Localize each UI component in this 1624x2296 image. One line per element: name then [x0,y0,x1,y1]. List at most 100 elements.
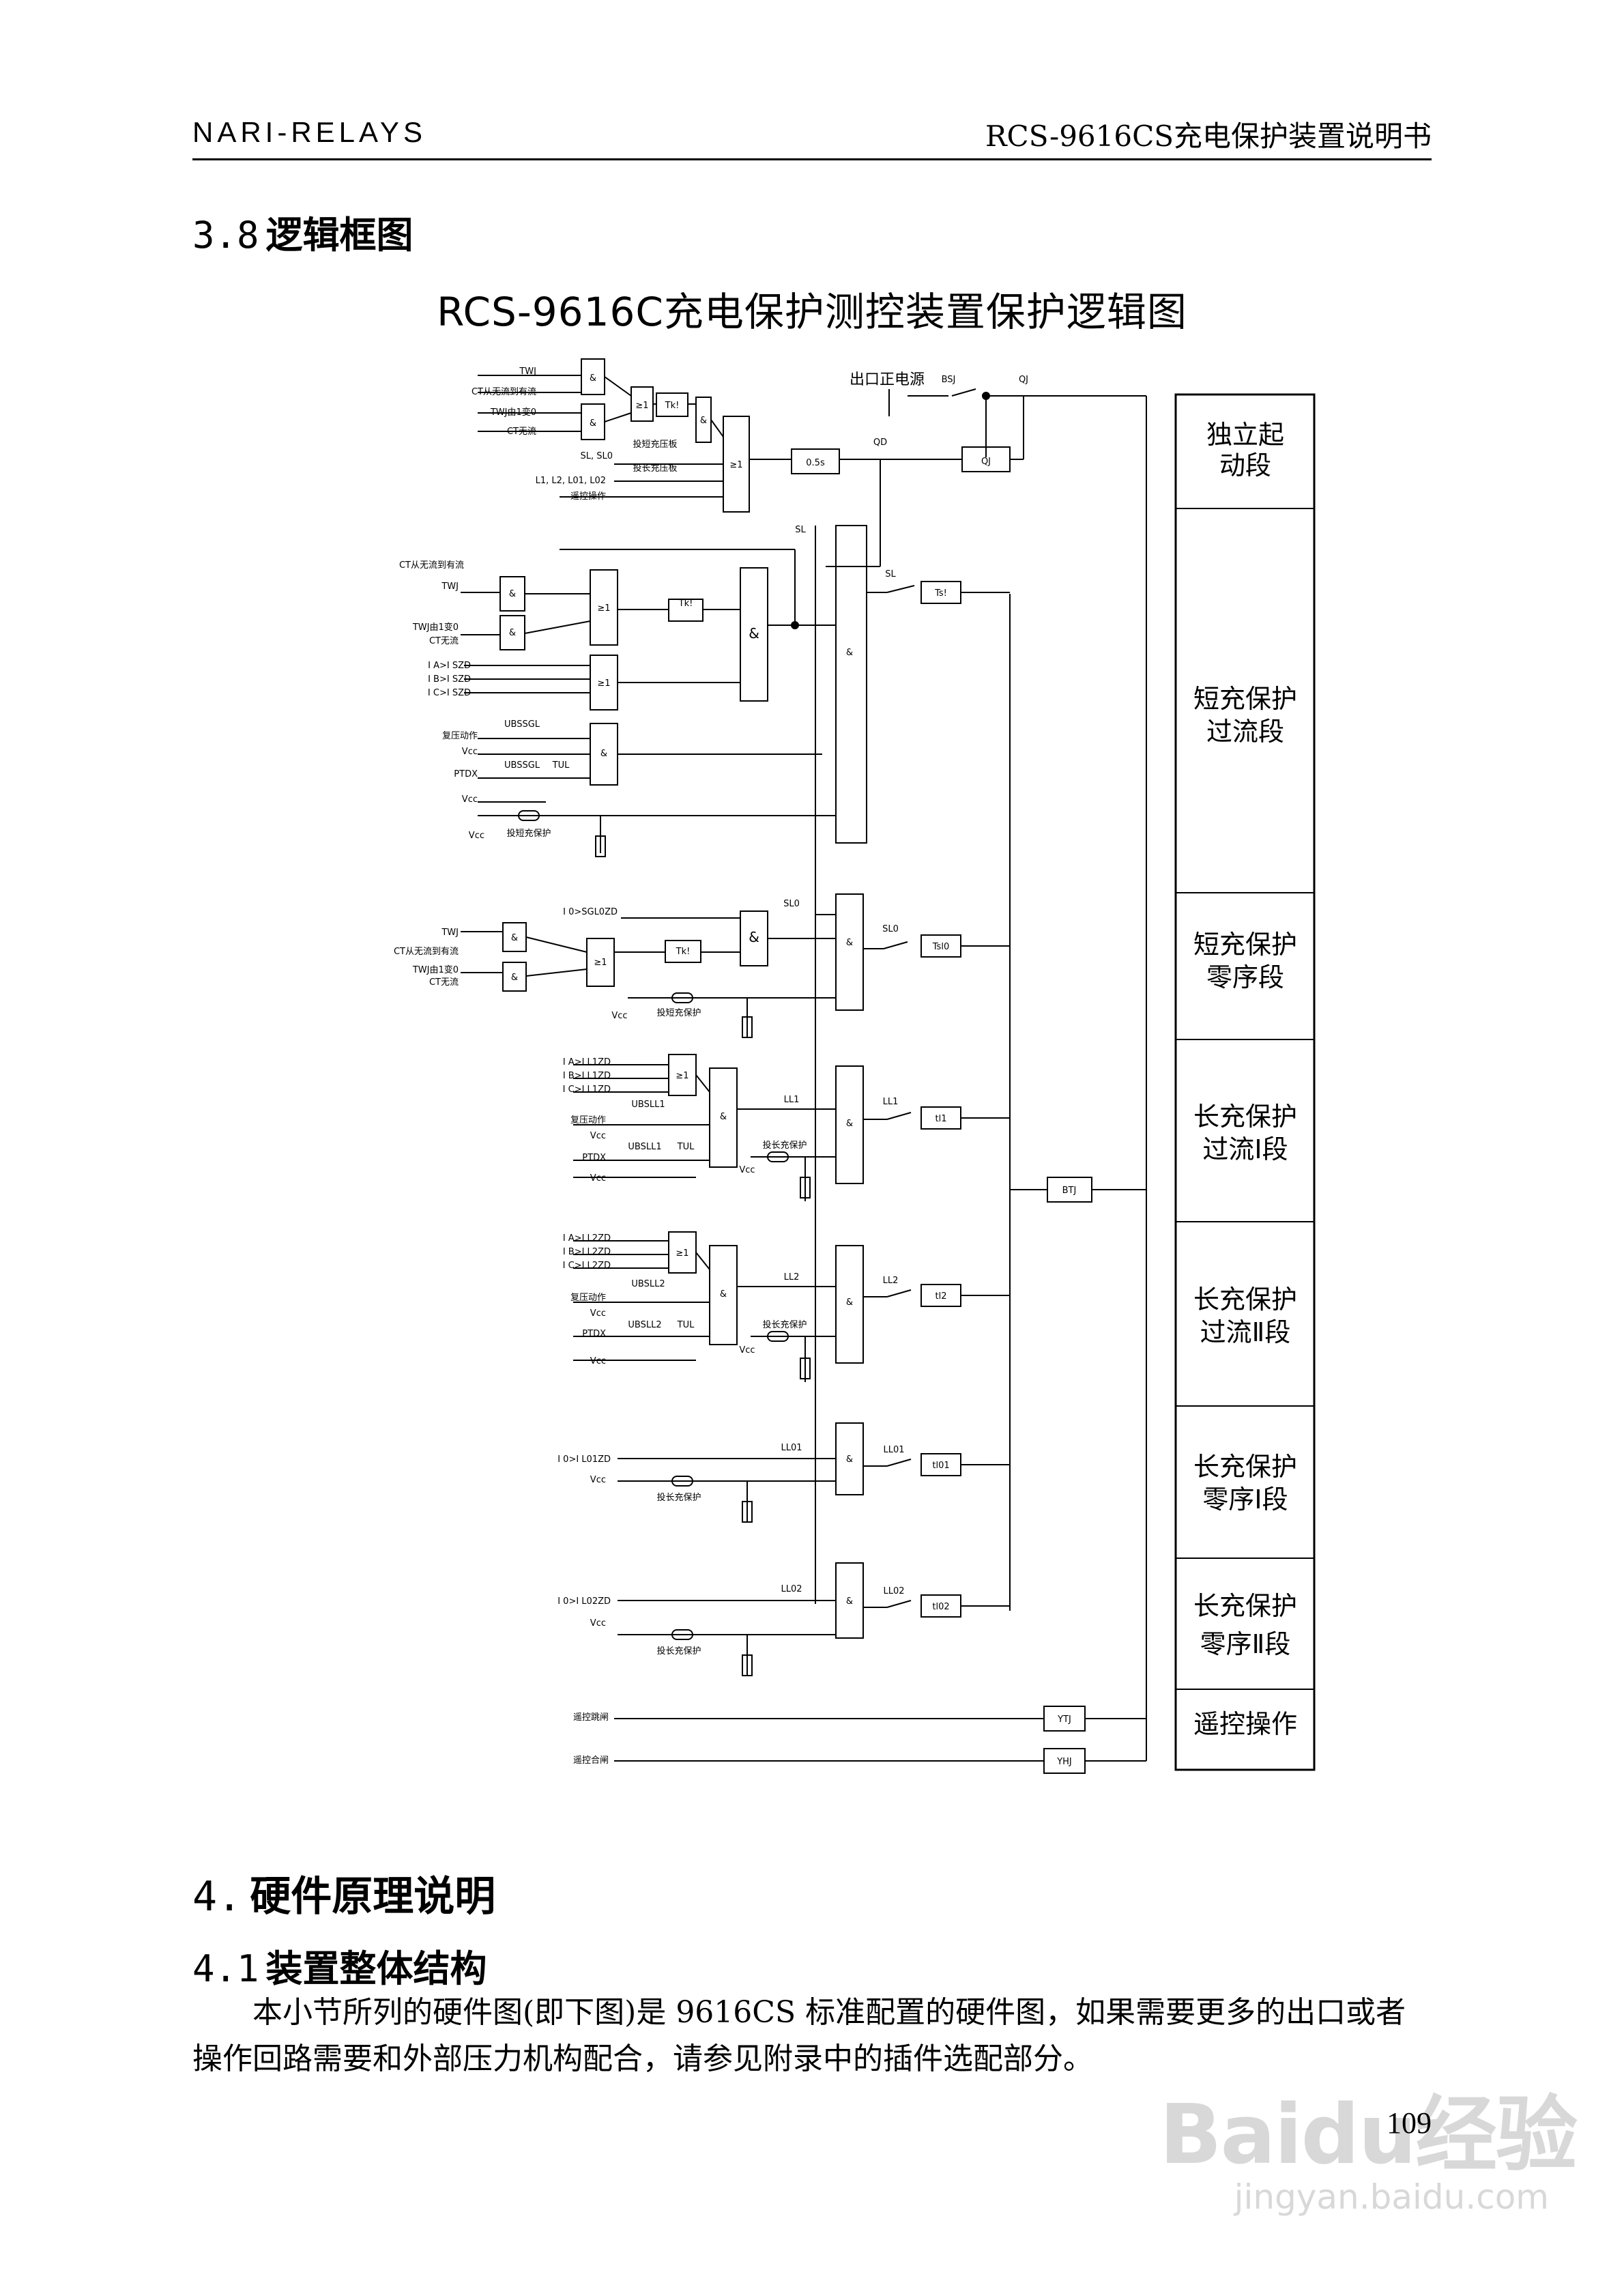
lbl-twj-3: TWJ [441,928,459,938]
lbl-ic-s: I C>I SZD [428,688,471,698]
lbl-tul-3: TUL [677,1320,695,1330]
timer-tl01: tl01 [932,1461,949,1471]
gate-or-2: ≥1 [729,460,742,470]
lbl-ll1-contact: LL1 [883,1097,899,1107]
lbl-ct-flow: CT从无流到有流 [472,387,536,397]
side-label-long-oc1: 长充保护过流Ⅰ段 [1193,1102,1297,1164]
gate-and-14: & [846,1119,853,1129]
lbl-sl: SL [795,525,806,535]
section-title: 硬件原理说明 [250,1873,496,1921]
lbl-tou-short-plate: 投短充压板 [633,439,677,450]
section-title: 逻辑框图 [265,214,414,257]
lbl-fuya: 复压动作 [442,731,478,741]
diagram-lines [461,358,1316,1774]
lbl-i0-l02: I 0>I L02ZD [557,1596,611,1607]
side-label-1b: 动段 [1219,450,1271,480]
lbl-ll2-contact: LL2 [883,1276,899,1286]
body-paragraph: 本小节所列的硬件图(即下图)是 9616CS 标准配置的硬件图，如果需要更多的出… [192,1995,1406,2076]
lbl-twj-2: TWJ [441,582,459,592]
timer-tk-1: Tk! [665,401,680,411]
gate-and-1: & [590,373,596,384]
side-label-short-overcurrent: 短充保护过流段 [1193,684,1297,747]
side-label-long-zero2: 长充保护零序Ⅱ段 [1193,1591,1297,1659]
gate-or-6: ≥1 [676,1071,688,1081]
lbl-tul: TUL [552,760,570,771]
gate-and-12: & [846,938,853,948]
lbl-yk-trip: 遥控跳闸 [573,1712,609,1723]
lbl-fuya-2: 复压动作 [570,1115,606,1125]
lbl-ct-flow-2: CT从无流到有流 [399,560,464,571]
lbl-twj-change-2: TWJ由1变0 [412,622,459,633]
lbl-vcc-7: Vcc [739,1165,755,1175]
side-label-long-zero1: 长充保护零序Ⅰ段 [1193,1452,1297,1515]
lbl-l-list: L1, L2, L01, L02 [536,476,606,486]
relay-ytj: YTJ [1057,1714,1071,1725]
lbl-twj: TWJ [519,367,536,377]
header-rule [192,158,1432,160]
lbl-tou-long: 投长充保护 [762,1140,807,1151]
side-section-labels: 独立起 动段 [1206,420,1284,480]
lbl-bsj: BSJ [942,375,956,385]
lbl-yk-close: 遥控合闸 [573,1755,609,1766]
lbl-tou-long-3: 投长充保护 [656,1492,701,1503]
lbl-i0-sgl: I 0>SGL0ZD [563,907,618,917]
lbl-vcc-4: Vcc [611,1011,627,1021]
lbl-tou-long-4: 投长充保护 [656,1646,701,1656]
gate-and-5: & [509,628,516,638]
lbl-ia-s: I A>I SZD [428,661,471,671]
lbl-ubsll1-2: UBSLL1 [628,1142,661,1152]
gate-and-15: & [720,1289,727,1300]
lbl-twj-change: TWJ由1变0 [490,407,536,418]
lbl-ubsll2-2: UBSLL2 [628,1320,661,1330]
lbl-ubsll1: UBSLL1 [631,1100,665,1110]
lbl-qd: QD [873,437,887,448]
gate-and-2: & [590,418,596,429]
lbl-vcc-10: Vcc [739,1345,755,1355]
lbl-sl0: SL0 [783,899,800,909]
lbl-ib-l2: I B>I L2ZD [563,1247,611,1257]
relay-btj: BTJ [1062,1186,1077,1196]
gate-or-5: ≥1 [594,958,607,968]
lbl-ia-l1: I A>I L1ZD [563,1057,611,1067]
lbl-ct-noflow: CT无流 [507,427,536,437]
gate-and-7: & [846,648,853,658]
lbl-ptdx-2: PTDX [582,1153,606,1163]
lbl-ct-flow-3: CT从无流到有流 [394,947,459,957]
lbl-ptdx-3: PTDX [582,1329,606,1339]
gate-labels: TWJ CT从无流到有流 TWJ由1变0 CT无流 & & ≥1 Tk! & ≥… [394,367,1076,1767]
lbl-sl-contact: SL [885,569,896,579]
lbl-ib-l1: I B>I L1ZD [563,1071,611,1081]
timer-tk-2: Tk! [678,599,693,609]
lbl-ll02: LL02 [781,1584,802,1594]
lbl-ubsll2: UBSLL2 [631,1279,665,1289]
lbl-ll1: LL1 [784,1095,800,1105]
gate-and-13: & [720,1112,727,1122]
header-left: NARI-RELAYS [192,116,426,148]
lbl-ptdx: PTDX [454,769,478,779]
lbl-vcc-9: Vcc [590,1356,606,1366]
lbl-ct-noflow-2: CT无流 [429,636,459,646]
lbl-ia-l2: I A>I L2ZD [563,1233,611,1244]
section-number: 3.8 [192,214,259,257]
section-title: 装置整体结构 [265,1947,487,1990]
gate-or-1: ≥1 [635,401,648,411]
lbl-tou-long-plate: 投长充压板 [633,463,677,474]
lbl-vcc-12: Vcc [590,1618,606,1628]
baidu-watermark-logo: Baidu经验 [1159,2088,1578,2183]
timer-tl2: tl2 [936,1291,947,1302]
gate-and-3: & [700,416,707,426]
diagram-title: RCS-9616C充电保护测控装置保护逻辑图 [437,289,1187,335]
lbl-ll02-contact: LL02 [883,1586,904,1596]
lbl-tou-long-2: 投长充保护 [762,1319,807,1330]
gate-and-10: & [511,973,518,983]
gate-and-16: & [846,1297,853,1308]
relay-yhj: YHJ [1056,1757,1072,1767]
lbl-sl-sl0: SL, SL0 [580,451,613,461]
lbl-ll01: LL01 [781,1443,802,1453]
header-right: RCS-9616CS充电保护装置说明书 [985,119,1432,153]
timer-tl1: tl1 [936,1114,947,1124]
lbl-ic-l1: I C>I L1ZD [563,1085,611,1095]
relay-qj: QJ [981,457,991,467]
lbl-remote-op: 遥控操作 [570,491,606,502]
